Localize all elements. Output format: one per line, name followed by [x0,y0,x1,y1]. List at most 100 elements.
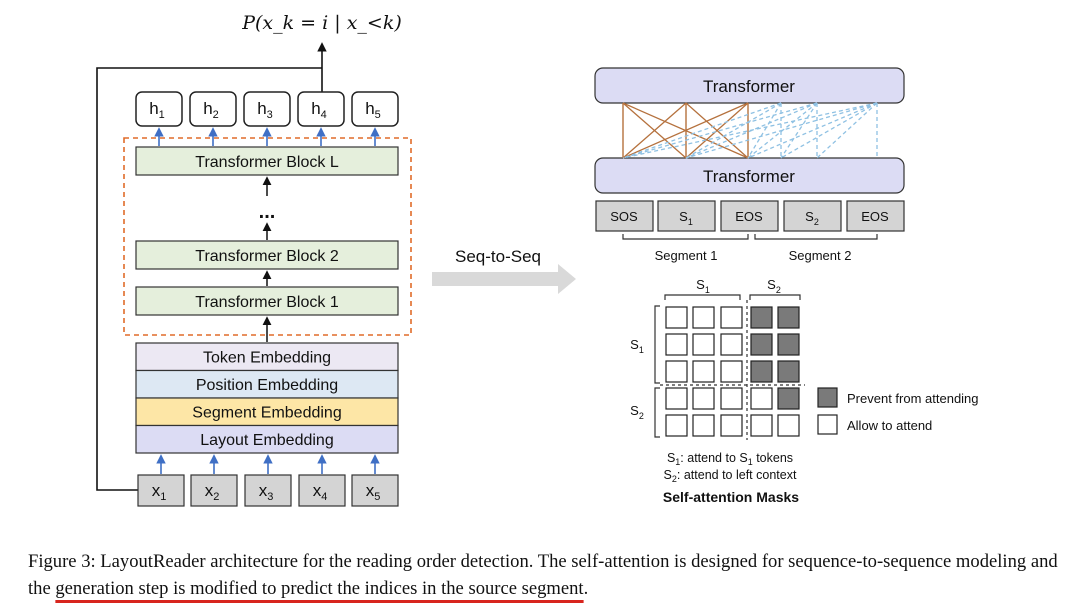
svg-text:Transformer Block 2: Transformer Block 2 [195,248,339,265]
mask-cell [777,414,800,437]
svg-text:S1: attend to S1 tokens: S1: attend to S1 tokens [667,451,793,467]
mask-cell [777,306,800,329]
seq-token-label: S2 [805,209,819,227]
embedding-label: Segment Embedding [192,405,341,422]
hidden-token-label: h2 [203,99,219,121]
mask-cell [665,414,688,437]
embedding-label: Position Embedding [196,377,338,394]
svg-text:S2: S2 [630,403,644,421]
hidden-token-label: h3 [257,99,273,121]
svg-text:Allow to attend: Allow to attend [847,418,932,433]
svg-text:S1: S1 [696,277,710,295]
mask-cell [692,387,715,410]
mask-cell [720,387,743,410]
layoutreader-diagram: P(x_k = i | x_<k) h1 h2 h3 h4 h5 Transformer… [96,12,979,507]
transformer-block-l: Transformer Block L [135,146,399,176]
mask-cell [720,306,743,329]
mask-cell [777,387,800,410]
input-token-x1: x1 [137,454,185,507]
seq2seq-label: Seq-to-Seq [455,247,541,266]
caption-underlined-text: generation step is modified to predict t… [55,578,584,599]
hidden-token-label: h5 [365,99,381,121]
transformer-block-2: Transformer Block 2 [135,240,399,270]
mask-cell [665,306,688,329]
mask-cell [750,360,773,383]
mask-cell [750,414,773,437]
mask-note-s2: S2: attend to left context [664,468,797,484]
svg-text:Transformer: Transformer [703,77,795,96]
caption-period: . [583,578,589,599]
input-token-label: x3 [259,481,274,503]
input-token-label: x5 [366,481,381,503]
mask-cell [750,333,773,356]
input-token-label: x2 [205,481,220,503]
input-token-x2: x2 [190,454,238,507]
embedding-2: Segment Embedding [135,397,399,427]
svg-text:Transformer Block 1: Transformer Block 1 [195,294,339,311]
seq-token-label: EOS [861,209,889,224]
seq-token-1: S1 [657,200,716,232]
seq-token-2: EOS [720,200,779,232]
mask-cell [720,333,743,356]
mask-cell [692,333,715,356]
transformer-bottom: Transformer [594,157,905,194]
mask-row-s1-label: S1 [630,337,644,355]
embedding-3: Layout Embedding [135,424,399,454]
figure-caption: Figure 3: LayoutReader architecture for … [28,548,1058,602]
mask-cell [692,306,715,329]
mask-cell [750,387,773,410]
mask-cell [777,333,800,356]
output-probability-formula: P(x_k = i | x_<k) [241,12,402,34]
mask-col-s1-label: S1 [696,277,710,295]
hidden-token-label: h1 [149,99,165,121]
transformer-block-1: Transformer Block 1 [135,286,399,316]
legend-prevent: Prevent from attending [817,387,979,408]
input-token-label: x4 [313,481,328,503]
mask-cell [665,333,688,356]
segment-braces [622,234,878,240]
input-token-label: x1 [152,481,167,503]
hidden-token-label: h4 [311,99,327,121]
mask-row-s2-label: S2 [630,403,644,421]
mask-cell [720,360,743,383]
svg-text:Transformer Block L: Transformer Block L [195,154,339,171]
input-token-x5: x5 [351,454,399,507]
hidden-token-h1: h1 [135,91,183,146]
seq-token-label: EOS [735,209,763,224]
seq2seq-arrow [432,264,576,294]
transformer-top: Transformer [594,67,905,104]
segment-2-label: Segment 2 [789,248,852,263]
input-token-x4: x4 [298,454,346,507]
seq-token-label: S1 [679,209,693,227]
mask-col-s2-label: S2 [767,277,781,295]
embedding-0: Token Embedding [135,342,399,372]
mask-row-braces [654,305,660,438]
mask-cell [692,360,715,383]
segment-1-label: Segment 1 [655,248,718,263]
seq-token-4: EOS [846,200,905,232]
caption-text: Figure 3: LayoutReader architecture for … [28,551,1058,599]
hidden-token-h3: h3 [243,91,291,146]
input-token-x3: x3 [244,454,292,507]
seq-token-0: SOS [595,200,654,232]
mask-col-braces [664,294,801,300]
mask-cell [665,387,688,410]
feedback-loop-arrow [96,42,327,491]
hidden-token-h2: h2 [189,91,237,146]
embedding-1: Position Embedding [135,369,399,399]
mask-cell [665,360,688,383]
hidden-token-h5: h5 [351,91,399,146]
self-attention-mask-grid [665,306,800,437]
svg-text:Transformer: Transformer [703,167,795,186]
legend-allow: Allow to attend [817,414,932,435]
embedding-label: Token Embedding [203,350,331,367]
mask-title: Self-attention Masks [663,489,799,505]
attention-connections [622,102,878,159]
hidden-state-tokens: h1 h2 h3 h4 h5 [135,91,399,146]
seq-token-label: SOS [610,209,638,224]
svg-text:S1: S1 [630,337,644,355]
seq-token-3: S2 [783,200,842,232]
mask-cell [750,306,773,329]
mask-dividers [660,300,805,440]
